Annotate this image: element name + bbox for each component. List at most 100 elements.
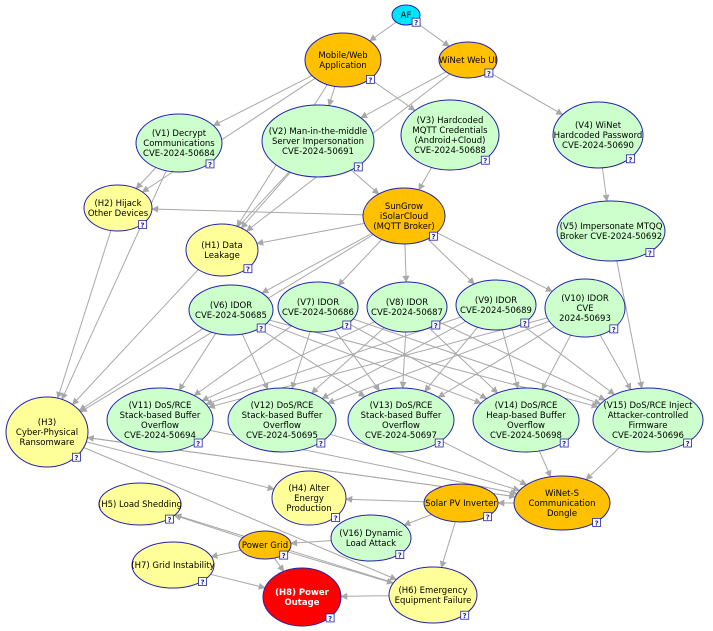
node-grid[interactable]: Power Grid? (238, 530, 292, 560)
help-icon[interactable]: ? (138, 220, 147, 230)
help-icon[interactable]: ? (72, 452, 81, 462)
help-icon[interactable]: ? (592, 518, 601, 527)
help-icon-glyph: ? (686, 440, 690, 448)
help-icon-box (434, 438, 444, 448)
help-icon[interactable]: ? (484, 68, 494, 78)
help-icon[interactable]: ? (325, 613, 335, 623)
help-icon[interactable]: ? (193, 438, 203, 448)
help-icon-glyph: ? (463, 612, 467, 620)
help-icon-glyph: ? (200, 579, 204, 587)
node-sungrow-label-line: SunGrow (385, 202, 423, 212)
help-icon[interactable]: ? (279, 550, 289, 560)
help-icon[interactable]: ? (645, 248, 655, 258)
edge-sungrow-to-v7 (337, 239, 383, 287)
help-icon[interactable]: ? (411, 17, 421, 27)
node-h3-shape (5, 396, 89, 468)
help-icon[interactable]: ? (365, 75, 375, 84)
help-icon-box (484, 68, 494, 78)
help-icon[interactable]: ? (480, 155, 490, 165)
help-icon-box (395, 550, 405, 559)
help-icon[interactable]: ? (205, 159, 215, 169)
help-icon[interactable]: ? (316, 438, 326, 448)
help-icon[interactable]: ? (434, 438, 444, 448)
node-winet_web[interactable]: WiNet Web UI? (438, 41, 498, 79)
edge-v4-to-v5 (601, 167, 610, 202)
node-solar[interactable]: Solar PV Inverter? (423, 483, 499, 523)
help-icon-box (592, 518, 601, 527)
help-icon[interactable]: ? (429, 231, 438, 241)
help-icon[interactable]: ? (353, 162, 363, 172)
node-v10-label-line: 2024-50693 (559, 314, 611, 324)
node-v15[interactable]: (V15) DoS/RCE InjectAttacker-controlledF… (592, 387, 704, 453)
help-icon[interactable]: ? (165, 514, 174, 524)
node-h7[interactable]: (H7) Grid Instability? (131, 541, 215, 589)
node-h1-label-line: Leakage (204, 251, 240, 261)
help-icon[interactable]: ? (198, 577, 207, 587)
node-v1[interactable]: (V1) DecryptCommunicationsCVE-2024-50684… (135, 113, 223, 173)
edge-h7-to-h8 (210, 573, 266, 590)
help-icon[interactable]: ? (460, 610, 470, 620)
help-icon[interactable]: ? (331, 513, 341, 522)
edge-grid-to-h5 (173, 513, 243, 539)
help-icon-box (520, 318, 530, 328)
node-af-label-line: AF (401, 11, 412, 21)
help-icon[interactable]: ? (520, 318, 530, 328)
help-icon-box (342, 320, 352, 330)
edge-winet_web-to-v4 (488, 71, 564, 116)
node-v7-label-line: (V7) IDOR (297, 298, 339, 308)
node-dongle-shape (513, 475, 611, 531)
edge-sungrow-to-v9 (427, 238, 475, 285)
help-icon[interactable]: ? (395, 550, 405, 560)
help-icon[interactable]: ? (342, 320, 352, 330)
node-v12-label-line: Overflow (263, 421, 301, 431)
edge-mobile-to-h2 (141, 77, 316, 193)
node-v14-label-line: (V14) DoS/RCE (495, 401, 558, 411)
help-icon-glyph: ? (486, 514, 490, 522)
node-v8-shape (366, 281, 448, 333)
node-af[interactable]: AF? (391, 4, 421, 27)
help-icon[interactable]: ? (243, 264, 253, 274)
help-icon-box (165, 514, 174, 524)
node-v5-label-line: (V5) Impersonate MTQQ (560, 222, 663, 232)
help-icon[interactable]: ? (683, 438, 692, 448)
node-h5[interactable]: (H5) Load Shedding? (98, 482, 182, 526)
edge-v7-to-v15 (352, 318, 602, 406)
help-icon[interactable]: ? (431, 320, 441, 330)
help-icon[interactable]: ? (256, 323, 266, 333)
node-v7-label-line: CVE-2024-50686 (282, 308, 354, 318)
help-icon[interactable]: ? (609, 324, 619, 334)
help-icon[interactable]: ? (559, 438, 569, 448)
help-icon[interactable]: ? (626, 154, 635, 164)
edge-mobile-to-v3 (369, 78, 416, 111)
edge-h3-to-h6 (83, 447, 397, 581)
help-icon[interactable]: ? (483, 512, 493, 522)
help-icon-box (683, 438, 692, 448)
node-v14-label-line: CVE-2024-50698 (490, 431, 562, 441)
help-icon-box (138, 220, 147, 230)
edge-v7-to-v13 (334, 329, 380, 392)
help-icon-box (483, 512, 493, 522)
